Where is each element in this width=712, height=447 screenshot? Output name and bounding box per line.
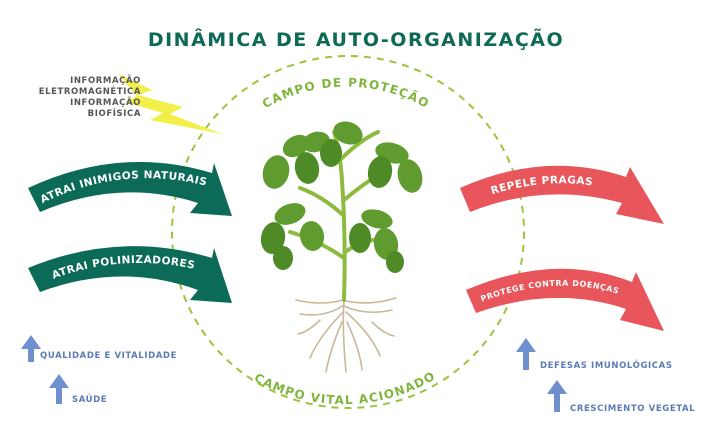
info-line: INFORMAÇÃO	[70, 97, 141, 108]
plant-roots	[295, 297, 397, 373]
benefit-label: DEFESAS IMUNOLÓGICAS	[540, 359, 673, 371]
protection-field-label: CAMPO DE PROTEÇÃO	[260, 76, 432, 112]
up-arrow-icon	[516, 338, 536, 370]
arrow-protects-against-diseases: PROTEGE CONTRA DOENÇAS	[466, 268, 664, 331]
vital-field-label: CAMPO VITAL ACIONADO	[252, 369, 438, 408]
up-arrow-icon	[21, 335, 41, 362]
plant-leaves	[260, 121, 423, 273]
arrow-attracts-pollinators: ATRAI POLINIZADORES	[28, 246, 232, 303]
benefit-label: CRESCIMENTO VEGETAL	[570, 404, 695, 414]
info-line: ELETROMAGNÉTICA	[39, 85, 141, 97]
protection-field-circle	[171, 55, 525, 409]
up-arrow-icon	[547, 380, 567, 412]
up-arrow-icon	[49, 374, 69, 404]
benefit-quality-vitality: QUALIDADE E VITALIDADE	[21, 335, 177, 362]
benefit-health: SAÚDE	[49, 374, 107, 405]
benefit-immune-defenses: DEFESAS IMUNOLÓGICAS	[516, 338, 673, 371]
benefit-label: QUALIDADE E VITALIDADE	[40, 351, 177, 361]
benefit-plant-growth: CRESCIMENTO VEGETAL	[547, 380, 695, 414]
lightning-bolt-icon	[118, 74, 222, 134]
diagram-title: DINÂMICA DE AUTO-ORGANIZAÇÃO	[148, 27, 564, 51]
benefit-label: SAÚDE	[72, 393, 107, 405]
info-label-group: INFORMAÇÃO ELETROMAGNÉTICA INFORMAÇÃO BI…	[39, 75, 141, 119]
arrow-repels-pests: REPELE PRAGAS	[460, 165, 664, 224]
info-line: BIOFÍSICA	[88, 107, 141, 119]
plant-illustration	[260, 121, 423, 373]
arrow-attracts-natural-enemies: ATRAI INIMIGOS NATURAIS	[28, 161, 232, 216]
info-line: INFORMAÇÃO	[70, 75, 141, 86]
